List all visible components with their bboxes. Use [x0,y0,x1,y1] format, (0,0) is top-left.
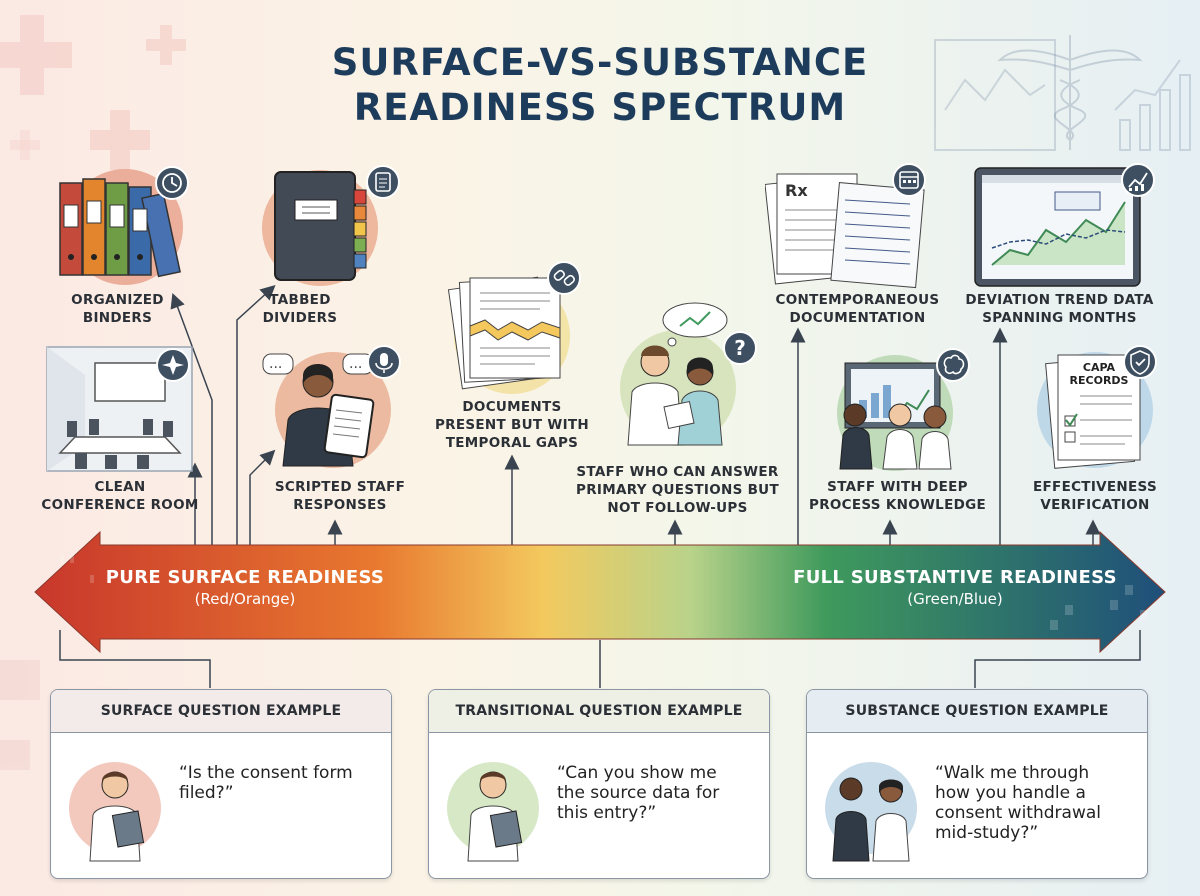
sparkle-icon [156,348,190,382]
transitional-question-card: TRANSITIONAL QUESTION EXAMPLE “Can you s… [428,689,770,879]
calendar-icon [892,163,926,197]
capa-line-2: RECORDS [1070,374,1129,387]
surface-question-card: SURFACE QUESTION EXAMPLE “Is the consent… [50,689,392,879]
microphone-icon [367,345,401,379]
connector-tabbed-dividers [236,284,276,545]
brain-icon [936,348,970,382]
label-clean-conference-room: CLEAN CONFERENCE ROOM [41,479,199,513]
substantive-readiness-title: FULL SUBSTANTIVE READINESS [793,567,1117,588]
substantive-readiness-subtitle: (Green/Blue) [907,590,1003,608]
medical-cross-icon [0,15,186,170]
connector-substance-card [974,630,1141,688]
caduceus-icon [997,35,1143,150]
transitional-question-header: TRANSITIONAL QUESTION EXAMPLE [429,690,769,733]
surface-readiness-subtitle: (Red/Orange) [194,590,296,608]
title-line-1: SURFACE-VS-SUBSTANCE [331,41,869,84]
surface-readiness-label: PURE SURFACE READINESS (Red/Orange) [90,567,400,609]
documents-gaps-illustration [447,261,581,394]
svg-text:...: ... [269,356,282,372]
label-staff-deep-knowledge: STAFF WITH DEEP PROCESS KNOWLEDGE [809,479,986,513]
connector-organized-binders [170,292,213,545]
two-staff-avatar-icon [825,762,917,862]
contemporaneous-documents-illustration: Rx [765,163,926,289]
question-icon: ? [723,331,757,365]
surface-question-quote: “Is the consent form filed?” [179,763,353,803]
capa-line-1: CAPA [1083,361,1116,374]
chart-decor-icon [934,39,1191,151]
svg-text:?: ? [734,336,746,360]
substance-question-header: SUBSTANCE QUESTION EXAMPLE [807,690,1147,733]
doctor-avatar-icon [447,762,539,862]
broken-link-icon [547,261,581,295]
tabbed-dividers-illustration [262,165,400,286]
rx-label: Rx [785,181,808,200]
transitional-question-quote: “Can you show me the source data for thi… [557,763,720,823]
connector-surface-card [59,630,211,688]
clipboard-icon [366,165,400,199]
binders-illustration [59,166,189,285]
label-documents-temporal-gaps: DOCUMENTS PRESENT BUT WITH TEMPORAL GAPS [434,399,590,451]
scripted-staff-illustration: ... ... [262,345,401,468]
substance-question-card: SUBSTANCE QUESTION EXAMPLE “Walk me thro… [806,689,1148,879]
surface-readiness-title: PURE SURFACE READINESS [105,567,385,588]
surface-question-header: SURFACE QUESTION EXAMPLE [51,690,391,733]
trend-chart-icon [1121,163,1155,197]
doctor-avatar-icon [69,762,161,862]
clock-icon [155,166,189,200]
label-scripted-staff-responses: SCRIPTED STAFF RESPONSES [274,479,406,513]
label-deviation-trend-data: DEVIATION TREND DATA SPANNING MONTHS [965,292,1154,326]
label-contemporaneous-documentation: CONTEMPORANEOUS DOCUMENTATION [775,292,940,326]
shield-check-icon [1123,345,1157,379]
label-tabbed-dividers: TABBED DIVIDERS [262,292,338,326]
substance-question-quote: “Walk me through how you handle a consen… [935,763,1101,843]
title-line-2: READINESS SPECTRUM [353,86,847,129]
label-organized-binders: ORGANIZED BINDERS [71,292,164,326]
page-title: SURFACE-VS-SUBSTANCE READINESS SPECTRUM [150,40,1050,130]
spectrum-arrow [34,530,1166,654]
staff-deep-illustration [837,348,970,471]
conference-room-illustration [46,346,193,472]
staff-primary-illustration: ? [620,302,757,446]
connector-scripted-staff [249,449,276,545]
svg-text:...: ... [349,356,362,372]
substantive-readiness-label: FULL SUBSTANTIVE READINESS (Green/Blue) [790,567,1120,609]
capa-records-illustration: CAPA RECORDS [1037,345,1157,469]
label-staff-primary-questions: STAFF WHO CAN ANSWER PRIMARY QUESTIONS B… [576,464,779,516]
binary-texture [60,555,1148,630]
trend-dashboard-illustration [974,163,1155,287]
label-effectiveness-verification: EFFECTIVENESS VERIFICATION [1033,479,1157,513]
